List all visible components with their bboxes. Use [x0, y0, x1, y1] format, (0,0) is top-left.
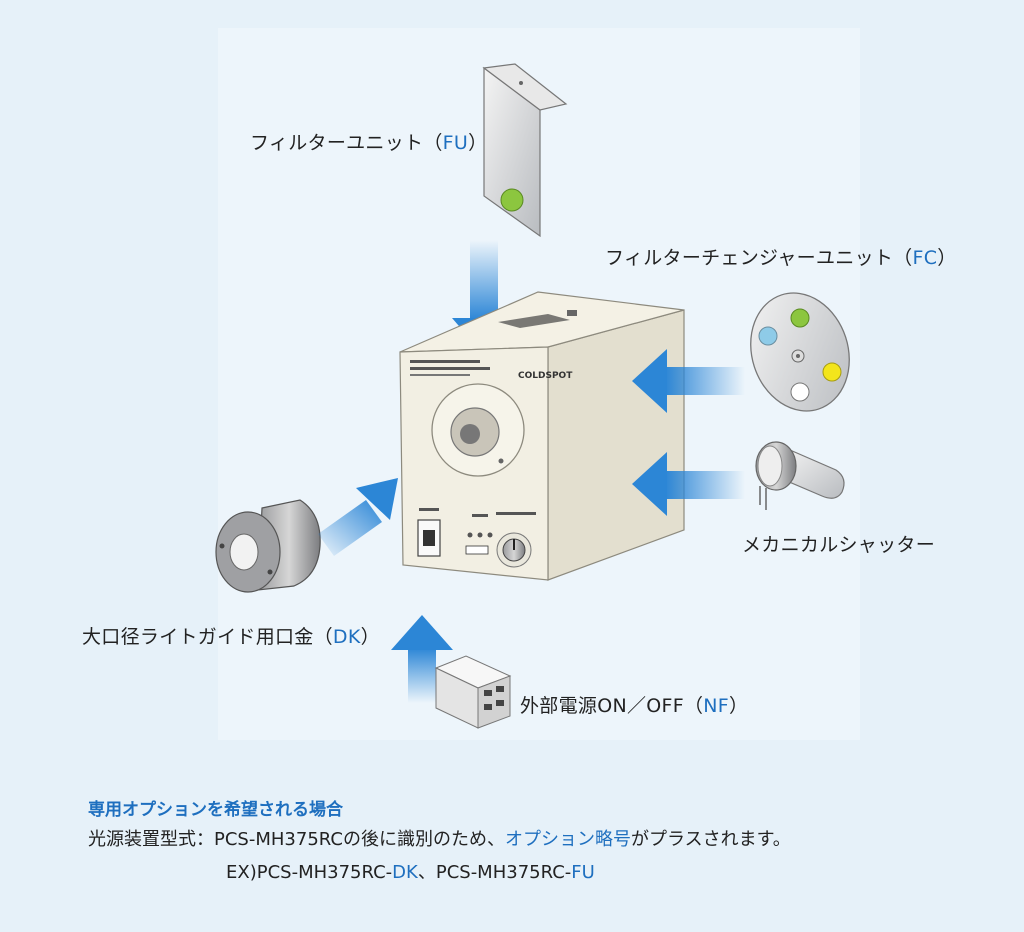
- label-filter-unit-text: フィルターユニット（: [250, 132, 443, 154]
- label-external-power-text: 外部電源ON／OFF（: [520, 695, 704, 717]
- arrow-left-shutter: [632, 452, 745, 516]
- label-mechanical-shutter-text: メカニカルシャッター: [742, 534, 936, 556]
- label-filter-changer-text: フィルターチェンジャーユニット（: [605, 247, 913, 269]
- label-light-guide-mount-suffix: ）: [360, 626, 380, 648]
- note-title: 専用オプションを希望される場合: [88, 800, 343, 820]
- note-line-1-option-code: オプション略号: [504, 829, 631, 850]
- label-light-guide-mount-code: DK: [332, 626, 361, 648]
- label-filter-changer-suffix: ）: [937, 247, 957, 269]
- note-line-2-part-a: EX)PCS-MH375RC-: [226, 862, 393, 883]
- note-line-2-code-fu: FU: [571, 862, 595, 883]
- note-line-2-code-dk: DK: [392, 862, 418, 883]
- filter-unit-illustration: [482, 63, 568, 238]
- label-light-guide-mount-text: 大口径ライトガイド用口金（: [82, 626, 333, 648]
- arrow-diagonal-dk: [318, 478, 398, 556]
- arrow-up-nf: [391, 615, 453, 703]
- external-power-relay-illustration: [434, 655, 512, 729]
- label-filter-unit: フィルターユニット（FU）: [250, 128, 487, 155]
- label-filter-changer-code: FC: [912, 247, 938, 269]
- note-line-1-part-c: がプラスされます。: [630, 829, 791, 850]
- note-line-2: EX)PCS-MH375RC-DK、PCS-MH375RC-FU: [226, 858, 595, 884]
- label-light-guide-mount: 大口径ライトガイド用口金（DK）: [82, 622, 380, 649]
- label-filter-unit-code: FU: [442, 132, 469, 154]
- device-brand-text: COLDSPOT: [518, 371, 573, 381]
- label-external-power-suffix: ）: [729, 695, 749, 717]
- note-line-2-part-c: 、PCS-MH375RC-: [417, 862, 572, 883]
- label-mechanical-shutter: メカニカルシャッター: [742, 530, 935, 557]
- label-external-power: 外部電源ON／OFF（NF）: [520, 691, 748, 718]
- label-filter-unit-suffix: ）: [468, 132, 488, 154]
- label-external-power-code: NF: [703, 695, 730, 717]
- light-guide-mount-illustration: [215, 499, 321, 593]
- arrow-left-fc: [632, 349, 745, 413]
- note-line-1-part-a: 光源装置型式：PCS-MH375RCの後に識別のため、: [88, 829, 505, 850]
- light-source-device: COLDSPOT: [399, 291, 685, 581]
- mechanical-shutter-illustration: [755, 441, 845, 510]
- filter-changer-illustration: [750, 292, 850, 412]
- note-line-1: 光源装置型式：PCS-MH375RCの後に識別のため、オプション略号がプラスされ…: [88, 825, 791, 851]
- label-filter-changer: フィルターチェンジャーユニット（FC）: [605, 243, 957, 270]
